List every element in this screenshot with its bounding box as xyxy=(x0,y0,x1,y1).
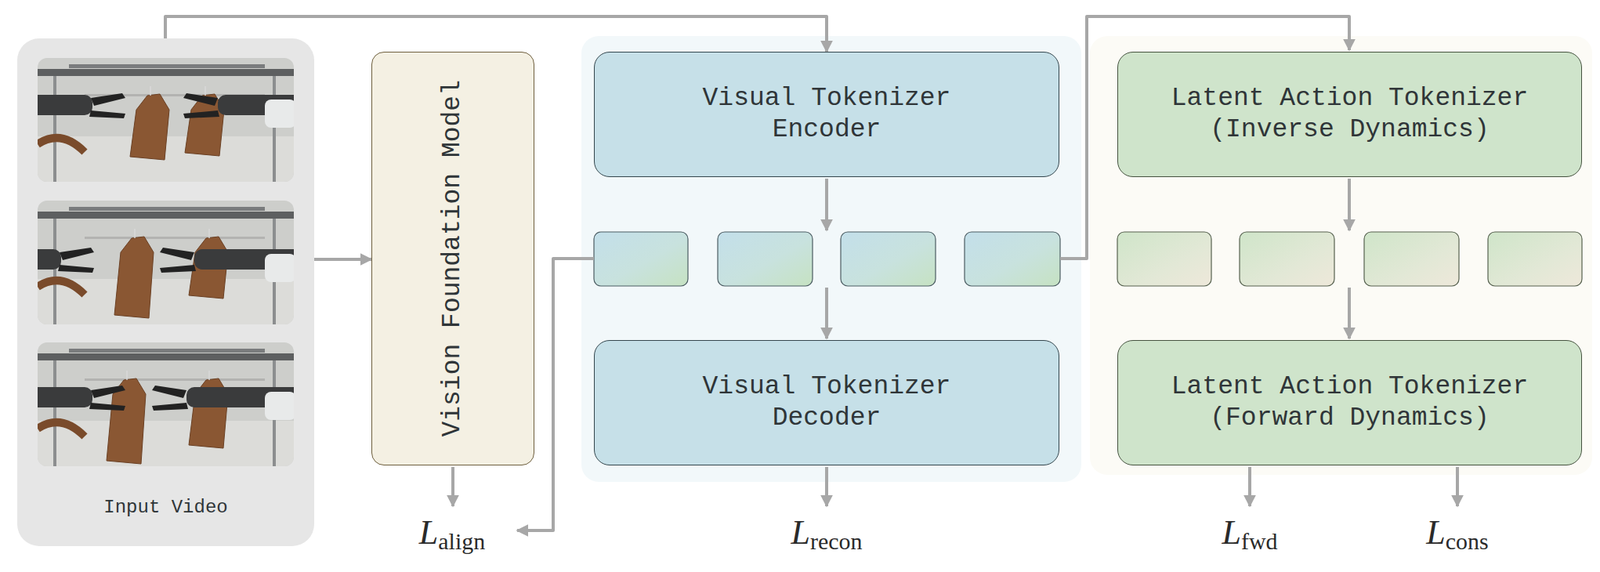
visual-tokens xyxy=(593,231,1061,286)
loss-arrow xyxy=(1455,466,1459,507)
video-frame xyxy=(21,200,305,325)
video-frame xyxy=(21,57,305,182)
flow-arrow xyxy=(314,257,372,261)
visual-token xyxy=(717,231,813,286)
action-panel xyxy=(1089,36,1593,475)
action-tokens xyxy=(1117,231,1582,286)
tokenizer-box: Latent Action Tokenizer (Forward Dynamic… xyxy=(1117,340,1582,466)
visual-token xyxy=(840,231,936,286)
visual-token xyxy=(593,231,688,286)
loss-label: Lalign xyxy=(419,515,486,554)
tokenizer-box: Latent Action Tokenizer (Inverse Dynamic… xyxy=(1117,51,1582,178)
input-panel: Input Video xyxy=(17,38,315,547)
encoder-box: Visual Tokenizer Encoder xyxy=(593,51,1060,178)
model-box: Vision Foundation Model xyxy=(371,51,535,466)
flow-arrow xyxy=(1347,287,1351,339)
decoder-box: Visual Tokenizer Decoder xyxy=(593,340,1060,466)
node-label: Visual Tokenizer Decoder xyxy=(669,371,984,434)
action-token xyxy=(1117,231,1212,286)
node-label: Input Video xyxy=(103,496,228,520)
node-label: Vision Foundation Model xyxy=(437,79,469,437)
node-label: Latent Action Tokenizer (Inverse Dynamic… xyxy=(1138,83,1562,145)
flow-arrow xyxy=(1347,178,1351,231)
node-label: Visual Tokenizer Encoder xyxy=(669,83,984,145)
video-frame xyxy=(21,342,305,467)
node-label: Latent Action Tokenizer (Forward Dynamic… xyxy=(1138,371,1562,434)
loss-label: Lfwd xyxy=(1222,515,1278,554)
visual-token xyxy=(964,231,1061,286)
action-token xyxy=(1239,231,1335,286)
action-token xyxy=(1487,231,1582,286)
loss-label: Lcons xyxy=(1426,515,1488,554)
action-token xyxy=(1364,231,1459,286)
loss-label: Lrecon xyxy=(791,515,863,554)
encoder-panel xyxy=(581,36,1082,482)
flow-arrow xyxy=(825,178,829,231)
loss-arrow xyxy=(825,466,829,507)
flow-arrow xyxy=(825,287,829,339)
loss-arrow xyxy=(451,466,455,507)
video-frames xyxy=(17,38,315,547)
loss-arrow xyxy=(1248,466,1252,507)
